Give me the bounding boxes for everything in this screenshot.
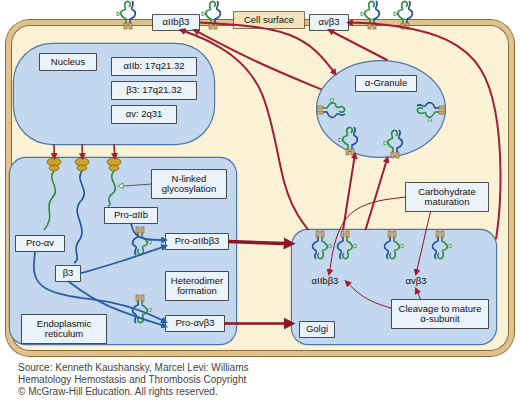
nascent-chain (108, 171, 115, 206)
organelle-label: Nucleus (40, 54, 96, 70)
granule-integrin (384, 130, 402, 158)
transport-arrow (348, 23, 501, 240)
connector-group (34, 23, 501, 327)
gene-locus: αv: 2q31 (112, 106, 176, 123)
molecule-label-box: Pro-αvβ3 (166, 316, 224, 331)
molecule-label-box: β3 (56, 266, 80, 281)
gene-locus: αIIb: 17q21.32 (112, 58, 196, 75)
granule-integrin (417, 103, 445, 121)
ribosome (107, 158, 121, 171)
molecule-label-box: αIIbβ3 (304, 274, 346, 289)
surface-integrin (117, 1, 135, 29)
golgi-integrin (313, 231, 331, 259)
transcription-arrow (113, 144, 115, 158)
molecule-label: αvβ3 (398, 274, 434, 289)
transport-arrow (194, 30, 321, 89)
molecule-label: Pro-αIIbβ3 (166, 234, 228, 249)
process-label: N-linked glycosylation (152, 170, 226, 198)
endoplasmic-reticulum: Endoplasmic reticulum N-linked glycosylat… (10, 158, 236, 344)
nascent-chain (44, 171, 55, 230)
molecule-label: Pro-αIIb (105, 208, 157, 223)
granule-integrin (317, 99, 345, 117)
molecule-label: β3 (56, 266, 80, 281)
golgi-integrin (433, 231, 451, 259)
integrin-label: αvβ3 (310, 15, 348, 30)
callout-box: Carbohydrate maturation (406, 183, 488, 211)
organelle-label: α-Granule (356, 76, 416, 91)
molecule-label-box: Pro-αv (16, 236, 64, 251)
ribosome (75, 158, 89, 171)
er-heterodimer (133, 227, 151, 255)
nucleus: Nucleus αIIb: 17q21.32 β3: 17q21.32 αv: 2q3… (14, 44, 214, 144)
assembly-arrow (68, 281, 166, 327)
source-caption: Source: Kenneth Kaushansky, Marcel Levi:… (18, 362, 250, 398)
transport-arrow (199, 23, 336, 75)
integrin-label: αIIbβ3 (153, 15, 199, 30)
cell-outline: Cell surfaceαIIbβ3αvβ3NucleusαIIb: 17q21… (6, 20, 514, 356)
assembly-arrow (34, 251, 166, 322)
assembly-arrow (80, 246, 166, 274)
transport-arrow (365, 158, 387, 230)
golgi-integrin (338, 231, 356, 259)
nascent-chain (74, 171, 84, 263)
callout-box: N-linked glycosylation (152, 170, 226, 198)
surface-integrin-box: αvβ3 (310, 15, 348, 30)
transport-arrow (228, 242, 292, 244)
glycan-symbol (118, 183, 123, 189)
process-label: Cleavage to mature α-subunit (392, 300, 488, 328)
granule-integrin (339, 127, 357, 155)
gene-locus: β3: 17q21.32 (112, 82, 196, 99)
surface-integrin (361, 1, 379, 29)
molecule-label: αIIbβ3 (304, 274, 346, 289)
surface-integrin-box: αIIbβ3 (153, 15, 199, 30)
callout-box: Heterodimer formation (166, 272, 228, 300)
node-outline (316, 60, 446, 158)
membrane-label: Cell surface (234, 12, 304, 28)
molecule-label: Pro-αv (16, 236, 64, 251)
gene-locus-box: αIIb: 17q21.32 (112, 58, 196, 75)
transport-arrow (343, 154, 355, 230)
transport-arrow (181, 30, 309, 230)
molecule-label-box: Pro-αIIbβ3 (166, 234, 228, 249)
gene-locus-box: β3: 17q21.32 (112, 82, 196, 99)
molecule-label-box: Pro-αIIb (105, 208, 157, 223)
pointer-arrow (416, 289, 421, 300)
pointer-arrow (346, 282, 392, 309)
pointer-arrow (329, 197, 406, 274)
transport-arrow (224, 322, 292, 325)
ribosome (47, 158, 61, 171)
leader-line (124, 184, 152, 186)
transcription-arrow (81, 144, 83, 158)
process-label: Carbohydrate maturation (406, 183, 488, 211)
molecule-label: Pro-αvβ3 (166, 316, 224, 331)
granule-outline (317, 61, 446, 158)
gene-locus-box: αv: 2q31 (112, 106, 176, 123)
molecule-label-box: αvβ3 (398, 274, 434, 289)
assembly-arrow (131, 223, 166, 240)
organelle-label: Endoplasmic reticulum (22, 315, 106, 343)
alpha-granule: α-Granule (316, 60, 446, 158)
surface-integrin (202, 1, 220, 29)
surface-integrin (394, 1, 412, 29)
golgi: Golgi αIIbβ3 αvβ3Cleavage to mature α-subu… (292, 230, 496, 344)
golgi-integrin (385, 231, 403, 259)
transcription-arrow (53, 144, 55, 158)
pointer-arrow (416, 211, 431, 274)
transport-arrow (329, 30, 388, 60)
er-heterodimer (133, 295, 151, 323)
callout-box: Cleavage to mature α-subunit (392, 300, 488, 328)
organelle-label: Golgi (300, 322, 334, 337)
process-label: Heterodimer formation (166, 272, 228, 300)
